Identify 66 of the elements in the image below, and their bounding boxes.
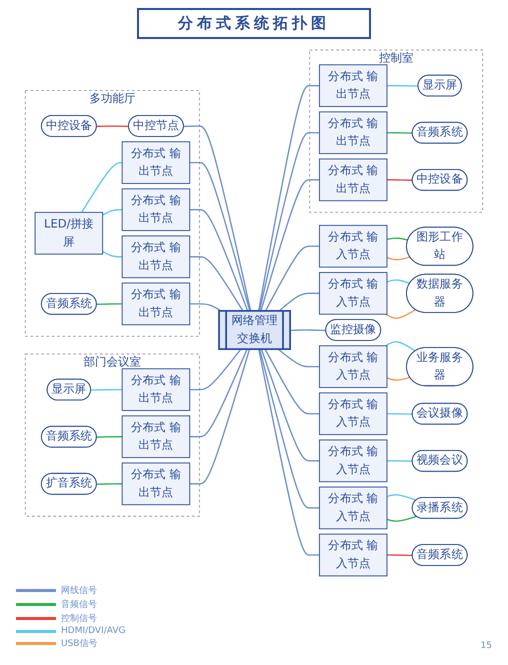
node-box: 分布式 输出节点 [318,111,388,154]
connector [386,237,408,241]
connector [386,132,413,134]
diagram-title: 分布式系统拓扑图 [137,8,371,39]
connector [386,554,413,556]
connector [260,179,320,312]
legend-text: USB信号 [61,638,98,650]
connector [102,250,122,258]
connector [258,84,320,312]
connector [259,349,320,509]
node-box: 分布式 输出节点 [122,462,190,506]
node-box: 分布式 输出节点 [122,188,190,232]
connector [190,209,248,312]
connector [190,349,250,484]
connector [190,256,244,312]
legend-text: 音频信号 [61,598,97,611]
connector [386,376,410,381]
connector [190,349,242,390]
node-box: 分布式 输入节点 [318,534,388,576]
connector [96,303,122,305]
connector [102,209,122,216]
connector [264,246,320,312]
connector [190,162,250,312]
node-box: 分布式 输入节点 [318,345,388,388]
legend-text: 控制信号 [61,612,97,625]
connector [91,388,122,391]
connector [264,349,320,414]
connector [81,162,122,213]
connector [258,132,320,312]
connector [184,125,252,312]
node-box: 分布式 输出节点 [318,64,388,107]
node-box: 分布式 输入节点 [318,486,388,530]
node-box: 分布式 输入节点 [318,392,388,436]
connector [190,349,248,438]
node-box: 分布式 输出节点 [318,158,388,202]
node-box: 分布式 输入节点 [318,224,388,268]
connector [96,125,129,128]
node-box: LED/拼接屏 [34,212,104,255]
node-box: 分布式 输入节点 [318,440,388,482]
connector [386,84,418,87]
connector [386,516,417,522]
connector [261,349,320,462]
connector [278,349,320,368]
node-box: 分布式 输出节点 [122,415,190,458]
connector [258,349,320,556]
legend-text: HDMI/DVI/AVG [61,626,126,636]
node-box: 分布式 输出节点 [122,368,190,411]
connector [386,494,417,501]
connector [96,483,122,485]
connector [386,256,410,260]
connector [278,292,320,312]
connector [96,436,122,438]
node-box: 分布式 输出节点 [122,235,190,278]
node-box: 分布式 输出节点 [122,282,190,326]
page-number: 15 [480,641,492,651]
legend-text: 网线信号 [61,584,97,597]
connector [386,460,413,462]
connector [386,309,416,319]
connector [386,179,413,181]
connector [386,279,410,284]
node-box: 分布式 输出节点 [122,141,190,184]
connector [190,303,222,312]
connector [386,341,416,352]
connector [290,329,326,332]
node-box: 分布式 输入节点 [318,272,388,315]
connector [386,413,413,415]
